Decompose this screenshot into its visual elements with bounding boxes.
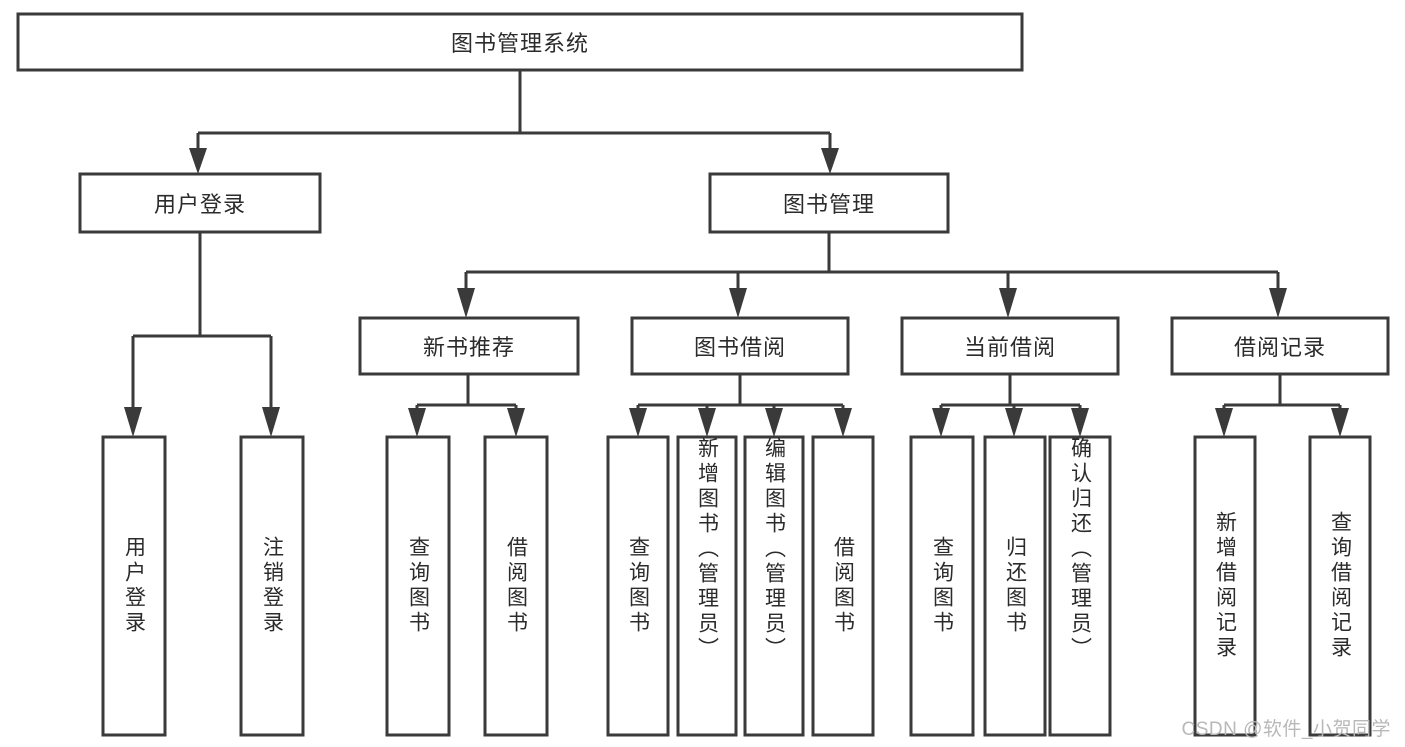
watermark-text: CSDN @软件_小贺同学 <box>1181 719 1391 740</box>
arrow-to-leaf-user-login <box>124 407 142 437</box>
node-leaf-logout-login[interactable] <box>239 435 305 737</box>
node-book-borrow[interactable] <box>630 316 850 376</box>
arrow-to-book-borrow <box>729 288 747 318</box>
node-leaf-query-borrow-record[interactable] <box>1308 435 1372 737</box>
arrow-to-leaf-query-book-1 <box>408 408 426 437</box>
arrow-root-to-user-login <box>189 148 207 174</box>
node-leaf-query-book-3[interactable] <box>909 435 975 737</box>
arrow-to-leaf-query-borrow-record <box>1331 408 1349 437</box>
node-leaf-user-login[interactable] <box>101 435 167 737</box>
arrow-root-to-book-manage <box>821 148 839 174</box>
node-root-book-management-system[interactable] <box>16 12 1024 72</box>
arrow-to-leaf-query-book-3 <box>932 408 950 437</box>
node-leaf-confirm-return-admin[interactable] <box>1048 435 1112 737</box>
arrow-to-leaf-query-book-2 <box>629 408 647 437</box>
arrow-to-leaf-add-borrow-record <box>1215 408 1233 437</box>
arrow-to-current-borrow <box>999 288 1017 318</box>
node-leaf-query-book-1[interactable] <box>385 435 451 737</box>
node-leaf-borrow-book-1[interactable] <box>483 435 549 737</box>
arrow-to-leaf-borrow-book-1 <box>507 408 525 437</box>
arrow-to-borrow-record <box>1269 288 1287 318</box>
arrow-to-leaf-return-book <box>1005 408 1023 437</box>
node-current-borrow[interactable] <box>900 316 1120 376</box>
arrow-to-leaf-logout-login <box>262 407 280 437</box>
arrow-to-leaf-edit-book-admin <box>765 408 783 437</box>
node-leaf-borrow-book-2[interactable] <box>811 435 875 737</box>
node-leaf-add-book-admin[interactable] <box>676 435 738 737</box>
node-leaf-add-borrow-record[interactable] <box>1193 435 1257 737</box>
node-user-login[interactable] <box>78 172 322 234</box>
node-new-book-recommend[interactable] <box>358 316 580 376</box>
arrow-to-new-book-recommend <box>457 288 475 318</box>
node-leaf-return-book[interactable] <box>983 435 1047 737</box>
node-leaf-edit-book-admin[interactable] <box>743 435 805 737</box>
arrow-to-leaf-add-book-admin <box>698 408 716 437</box>
arrow-to-leaf-borrow-book-2 <box>834 408 852 437</box>
node-borrow-record[interactable] <box>1170 316 1390 376</box>
arrow-to-leaf-confirm-return-admin <box>1071 408 1089 437</box>
node-book-management[interactable] <box>708 172 950 234</box>
node-leaf-query-book-2[interactable] <box>606 435 670 737</box>
